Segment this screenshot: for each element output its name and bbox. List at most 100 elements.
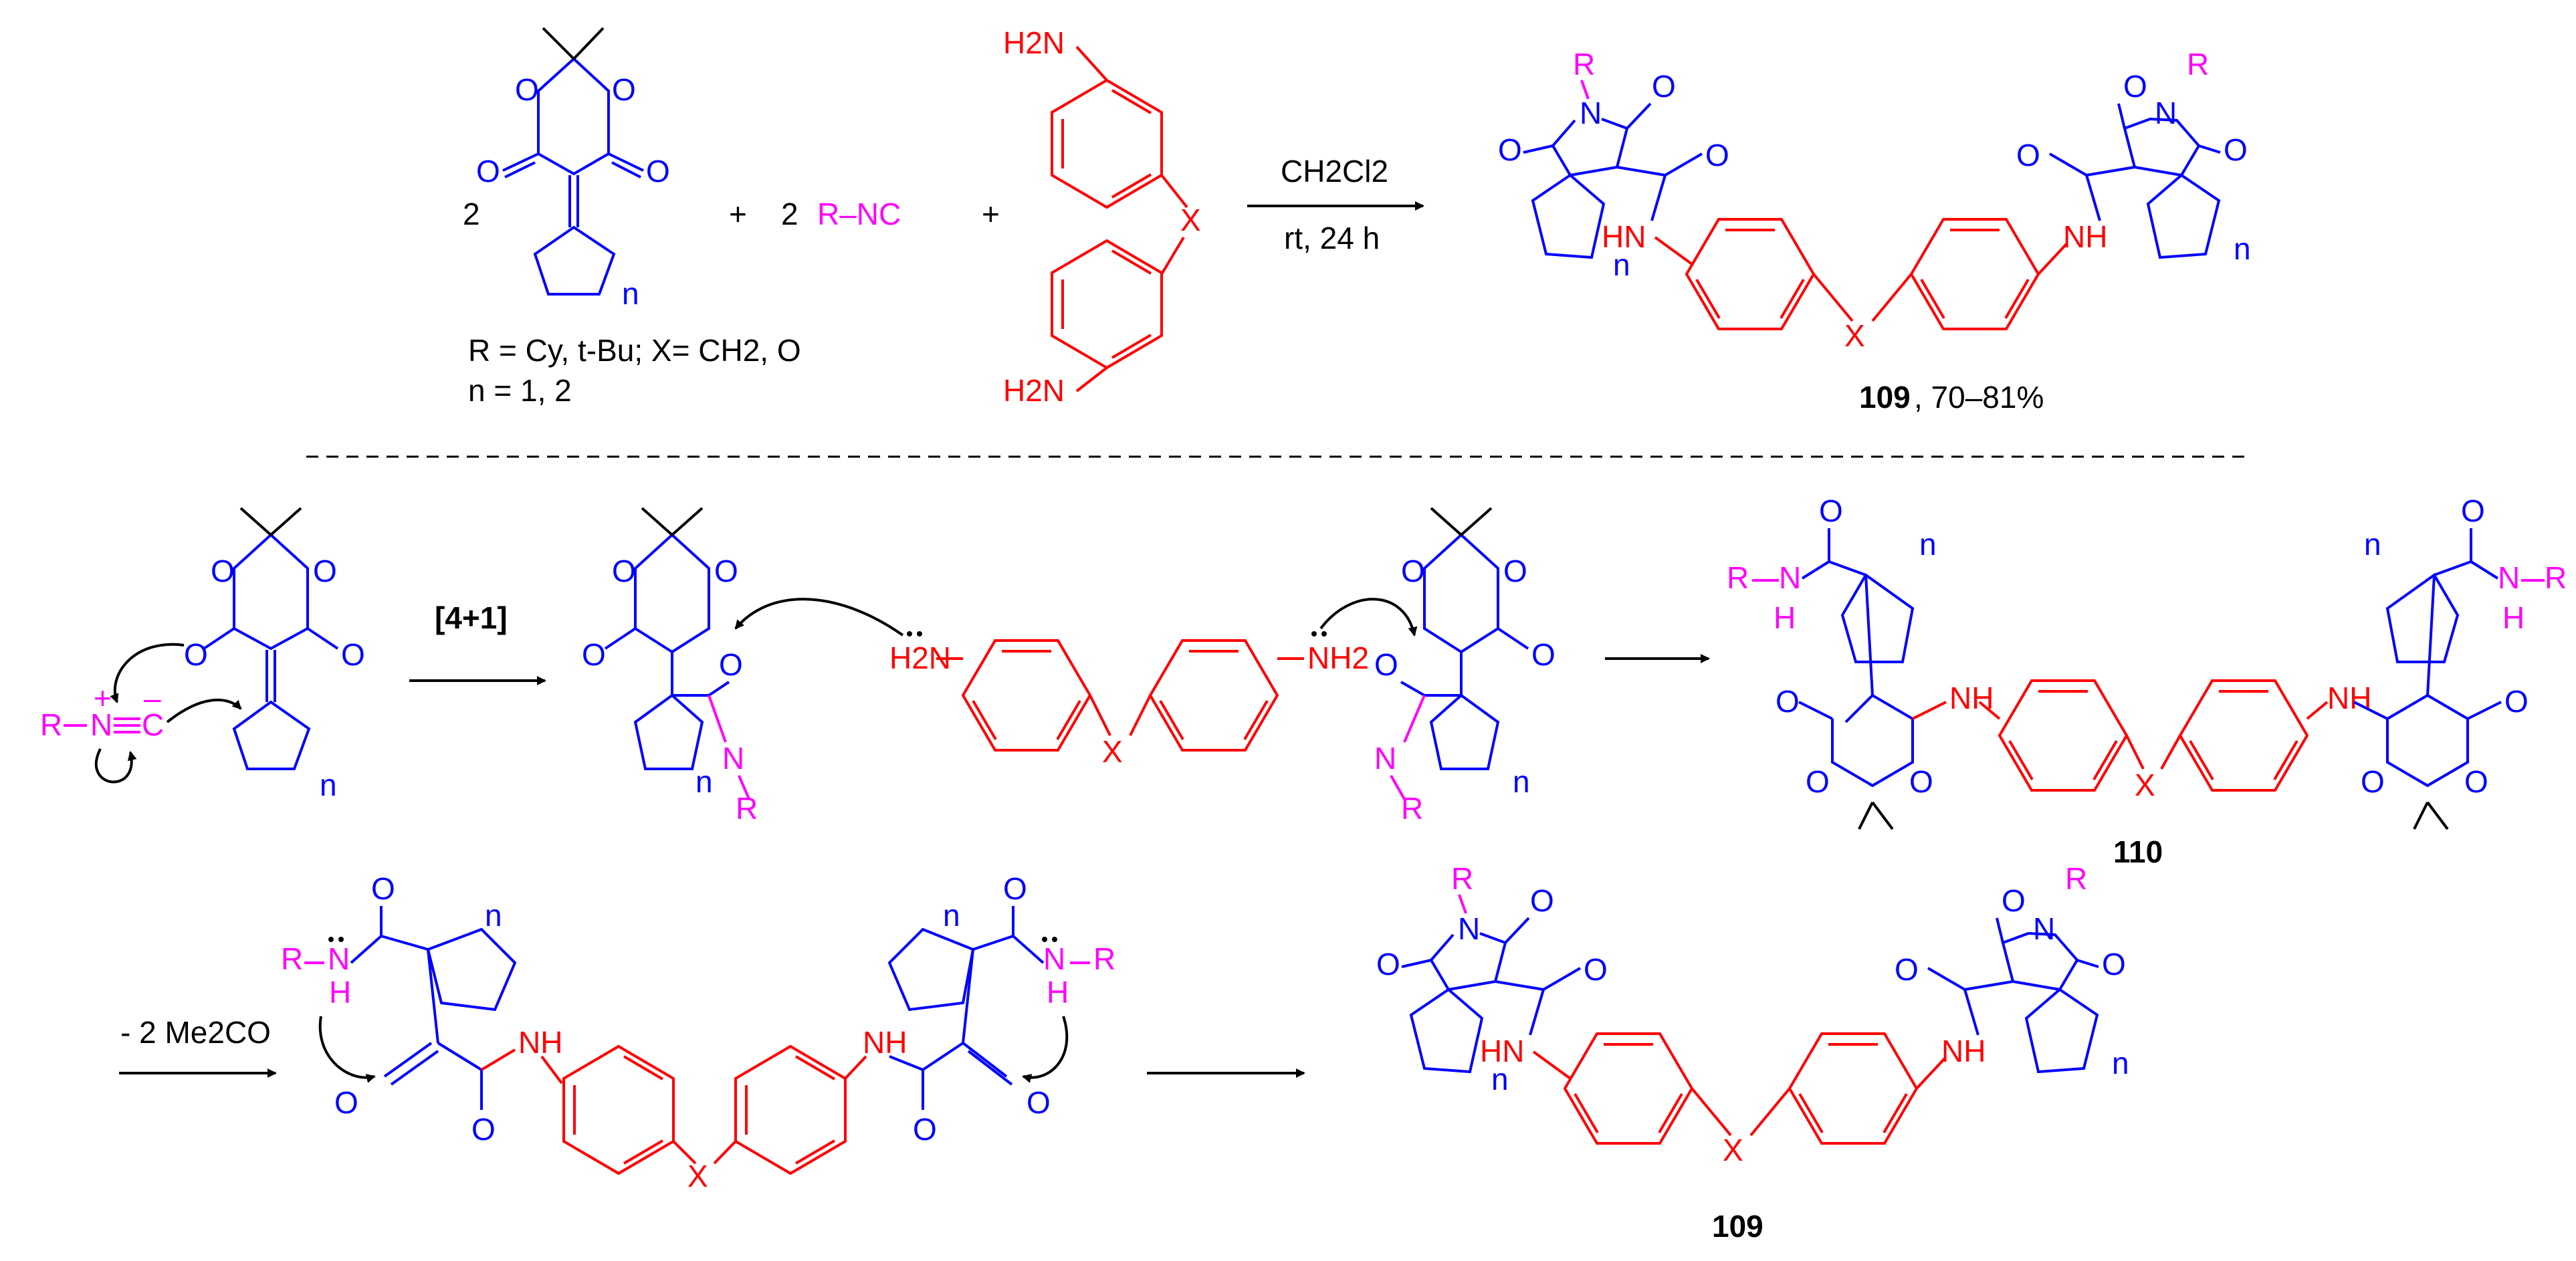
carbonyl-oxygen: O xyxy=(1531,637,1555,672)
reactant-meldrum: 2 O O O O n R = Cy, t-Bu; X= CH2, O n = … xyxy=(463,27,801,408)
imine-n: N xyxy=(1374,741,1396,776)
reactant-diamine: H2N X H2N xyxy=(1003,25,1201,408)
arrow-elimination: - 2 Me2CO xyxy=(119,1015,277,1078)
amide-o: O xyxy=(1584,952,1608,987)
meldrum-alkylidene-mech: O O O O n xyxy=(184,507,365,802)
ring-size-n: n xyxy=(1613,247,1630,282)
amide-o: O xyxy=(1705,138,1729,173)
mech-r: R xyxy=(40,707,62,742)
amine-right: NH2 xyxy=(1307,641,1369,675)
amide-nh: HN xyxy=(1480,1034,1524,1068)
oxo-o: O xyxy=(2102,947,2126,982)
oxo-o: O xyxy=(1530,883,1554,918)
ring-size-n: n xyxy=(320,768,337,802)
nh-link: NH xyxy=(2327,681,2371,715)
carbonyl-oxygen: O xyxy=(582,637,606,672)
spiro-iminolactone-left: O O O O n N R xyxy=(582,507,904,826)
ring-oxygen-right: O xyxy=(612,72,636,107)
amide-o: O xyxy=(1819,493,1843,528)
amide-o: O xyxy=(471,1112,496,1147)
conditions-time: rt, 24 h xyxy=(1284,221,1380,255)
intermediate-110: R N H O n O O O NH X NH O O O xyxy=(1727,493,2567,869)
amide-h: H xyxy=(329,975,351,1010)
substituents-line1: R = Cy, t-Bu; X= CH2, O xyxy=(468,333,801,368)
plus-charge: + xyxy=(94,681,112,715)
product-109-top: R N O O n O HN X NH O O N R O n xyxy=(1498,47,2251,415)
imine-r: R xyxy=(1401,791,1423,826)
lactone-oxygen: O xyxy=(1374,647,1398,682)
oxo-o: O xyxy=(2123,69,2147,104)
ring-o: O xyxy=(1806,764,1830,799)
imine-r: R xyxy=(736,791,758,826)
oxo-o: O xyxy=(2002,883,2026,918)
amide-o: O xyxy=(913,1112,937,1147)
ring-oxygen-left: O xyxy=(515,72,539,107)
r-group: R xyxy=(1451,861,1473,896)
carbonyl-oxygen-right: O xyxy=(646,154,670,189)
amide-n: N xyxy=(1779,560,1801,595)
bis-ketene-intermediate: R N H O n O O NH X NH O O xyxy=(281,871,1115,1193)
ring-size-n: n xyxy=(1491,1062,1509,1097)
bridge-x: X xyxy=(1180,203,1201,237)
bridge-x: X xyxy=(687,1159,708,1193)
ring-o: O xyxy=(1909,764,1933,799)
spiro-iminolactone-right: O O O O n N R xyxy=(1319,507,1555,826)
bridge-x: X xyxy=(1102,734,1123,769)
amine-bottom: H2N xyxy=(1003,373,1065,408)
ring-size-n: n xyxy=(2112,1046,2129,1080)
r-group: R xyxy=(1727,560,1749,595)
r-group: R xyxy=(1093,941,1115,976)
step-label-4plus1: [4+1] xyxy=(435,600,508,635)
diamine-mech: H2N X NH2 xyxy=(889,631,1369,769)
ring-size-n: n xyxy=(2364,527,2381,562)
coefficient-isocyanide: 2 xyxy=(781,197,798,231)
iso-n: N xyxy=(90,707,112,742)
carbonyl-oxygen: O xyxy=(341,637,365,672)
ring-size-n: n xyxy=(1513,764,1530,799)
amide-o: O xyxy=(1003,871,1027,906)
ring-oxygen: O xyxy=(211,554,235,588)
lactam-n: N xyxy=(2155,96,2177,130)
plus-sign-1: + xyxy=(729,197,747,231)
ring-size-n: n xyxy=(2234,231,2251,266)
product-109-bottom: R N O O n O HN X NH O O N R O n 109 xyxy=(1376,861,2129,1244)
conditions-solvent: CH2Cl2 xyxy=(1281,154,1388,189)
plus-sign-2: + xyxy=(982,197,1000,231)
carbonyl-o: O xyxy=(1776,684,1800,719)
amide-nh: HN xyxy=(1602,219,1646,254)
amide-n: N xyxy=(2498,560,2520,595)
carbonyl-oxygen: O xyxy=(184,637,208,672)
amine-top: H2N xyxy=(1003,25,1065,60)
arrow-4plus1: [4+1] xyxy=(409,600,546,685)
carbonyl-oxygen-left: O xyxy=(476,154,500,189)
reactant-isocyanide: 2 R–NC xyxy=(781,197,901,231)
r-group: R xyxy=(1573,47,1595,82)
imine-n: N xyxy=(722,741,744,776)
isocyanide-formula: R–NC xyxy=(817,197,901,231)
amide-n: N xyxy=(328,941,350,976)
iso-c: C xyxy=(142,707,164,742)
amide-o: O xyxy=(1895,952,1919,987)
ring-size-n: n xyxy=(943,898,960,933)
ring-oxygen: O xyxy=(612,554,636,588)
ketene-o: O xyxy=(334,1085,358,1120)
lactam-n: N xyxy=(1458,911,1480,946)
coefficient-meldrum: 2 xyxy=(463,197,480,231)
bridge-x: X xyxy=(1723,1133,1743,1167)
ring-size-n: n xyxy=(1919,527,1937,562)
minus-charge: – xyxy=(144,681,161,715)
oxo-o: O xyxy=(1376,947,1400,982)
ring-size-n: n xyxy=(695,764,713,799)
bridge-x: X xyxy=(1844,318,1865,353)
lactam-n: N xyxy=(1580,96,1602,130)
isocyanide-attack: R N + C – xyxy=(40,643,242,784)
oxo-o: O xyxy=(2224,132,2248,167)
lactone-oxygen: O xyxy=(719,647,743,682)
amide-n: N xyxy=(1043,941,1065,976)
ring-oxygen: O xyxy=(1401,554,1425,588)
lactam-n: N xyxy=(2033,911,2055,946)
amide-h: H xyxy=(1774,600,1796,635)
ketene-o: O xyxy=(1027,1085,1051,1120)
ring-oxygen: O xyxy=(1503,554,1527,588)
